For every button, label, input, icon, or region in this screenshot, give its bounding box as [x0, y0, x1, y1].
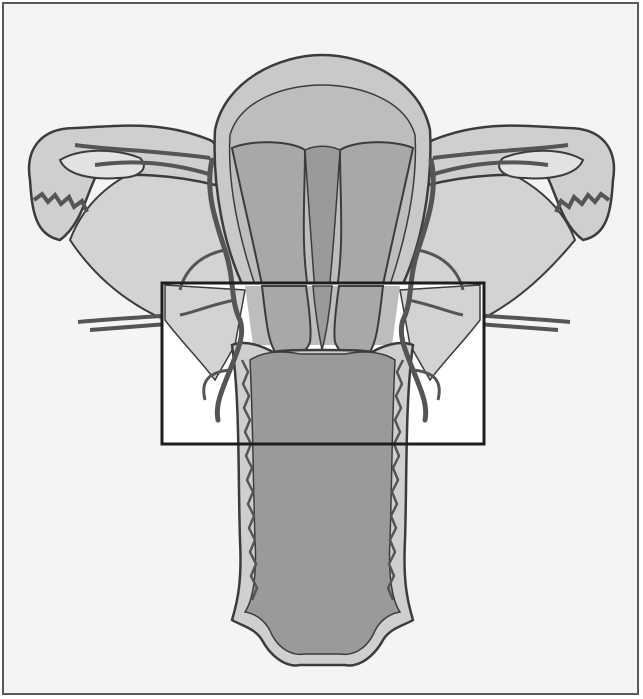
vaginal-lumen: [245, 352, 400, 654]
